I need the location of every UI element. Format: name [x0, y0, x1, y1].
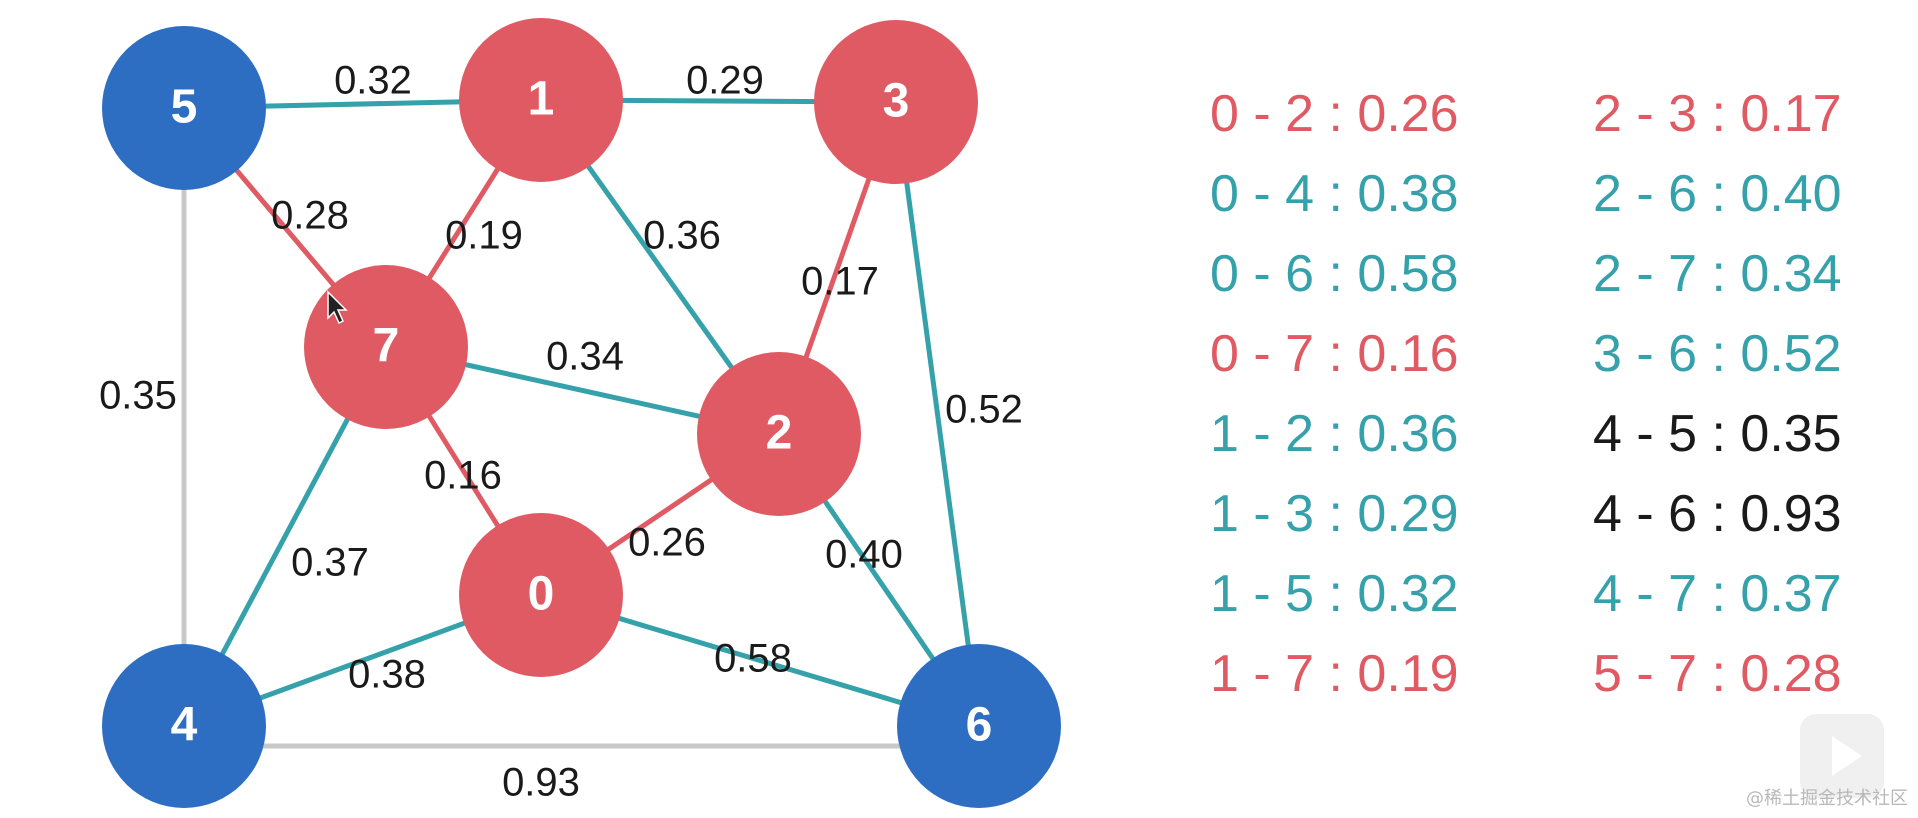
node-circle: [814, 20, 978, 184]
node-label: 2: [766, 407, 793, 460]
node-2: 2: [697, 352, 861, 516]
edge-weight-label: 0.29: [686, 59, 764, 103]
node-label: 6: [966, 699, 993, 752]
node-1: 1: [459, 18, 623, 182]
node-circle: [897, 644, 1061, 808]
watermark: @稀土掘金技术社区: [1746, 788, 1908, 809]
edge-list-item: 2 - 6 : 0.40: [1593, 165, 1842, 223]
edge-weight-label: 0.19: [445, 214, 523, 258]
edge-weight-label: 0.37: [291, 541, 369, 585]
edge-weight-label: 0.17: [801, 260, 879, 304]
node-4: 4: [102, 644, 266, 808]
edge-list-item: 4 - 7 : 0.37: [1593, 565, 1842, 623]
node-circle: [697, 352, 861, 516]
node-label: 5: [171, 81, 198, 134]
edge-list-item: 1 - 5 : 0.32: [1210, 565, 1459, 623]
edge-weight-label: 0.52: [945, 388, 1023, 432]
node-0: 0: [459, 513, 623, 677]
node-label: 7: [373, 320, 400, 373]
edge-weight-label: 0.36: [643, 214, 721, 258]
edge-list-item: 4 - 5 : 0.35: [1593, 405, 1842, 463]
edge-list-item: 1 - 3 : 0.29: [1210, 485, 1459, 543]
edge-weight-label: 0.58: [714, 637, 792, 681]
edge-list-item: 0 - 7 : 0.16: [1210, 325, 1459, 383]
edge-weight-label: 0.35: [99, 374, 177, 418]
nodes-layer: 0 1 2 3 4 5 6 7: [102, 18, 1061, 808]
edge-weight-label: 0.16: [424, 454, 502, 498]
node-label: 3: [883, 75, 910, 128]
edge-list-item: 2 - 7 : 0.34: [1593, 245, 1842, 303]
edge-list-item: 2 - 3 : 0.17: [1593, 85, 1842, 143]
edge-weight-label: 0.32: [334, 59, 412, 103]
node-3: 3: [814, 20, 978, 184]
edge-weight-label: 0.40: [825, 533, 903, 577]
node-label: 1: [528, 73, 555, 126]
edge-weight-label: 0.34: [546, 335, 624, 379]
edge-list-item: 0 - 6 : 0.58: [1210, 245, 1459, 303]
edge-weight-label: 0.93: [502, 761, 580, 805]
node-5: 5: [102, 26, 266, 190]
edge-3-6: [893, 101, 982, 727]
node-circle: [459, 18, 623, 182]
edge-list-item: 3 - 6 : 0.52: [1593, 325, 1842, 383]
edge-list-item: 4 - 6 : 0.93: [1593, 485, 1842, 543]
edge-list-item: 1 - 7 : 0.19: [1210, 645, 1459, 703]
edge-list-item: 0 - 2 : 0.26: [1210, 85, 1459, 143]
edge-list-item: 5 - 7 : 0.28: [1593, 645, 1842, 703]
edge-weight-label: 0.28: [271, 194, 349, 238]
edge-list-item: 1 - 2 : 0.36: [1210, 405, 1459, 463]
edge-weight-label: 0.38: [348, 653, 426, 697]
edge-list-item: 0 - 4 : 0.38: [1210, 165, 1459, 223]
node-label: 0: [528, 568, 555, 621]
edge-labels-layer: 0.26 0.38 0.58 0.16 0.36 0.29 0.32 0.19 0.17 0.40…: [99, 59, 1023, 805]
edge-weight-label: 0.26: [628, 521, 706, 565]
node-7: 7: [304, 265, 468, 429]
node-circle: [102, 644, 266, 808]
mouse-cursor-icon: [327, 290, 348, 325]
edge-weight-list: 0 - 2 : 0.26 0 - 4 : 0.38 0 - 6 : 0.58 0…: [1210, 88, 1910, 728]
play-logo-icon: [1800, 714, 1884, 798]
node-label: 4: [171, 699, 198, 752]
node-circle: [102, 26, 266, 190]
node-circle: [459, 513, 623, 677]
node-6: 6: [897, 644, 1061, 808]
node-circle: [304, 265, 468, 429]
